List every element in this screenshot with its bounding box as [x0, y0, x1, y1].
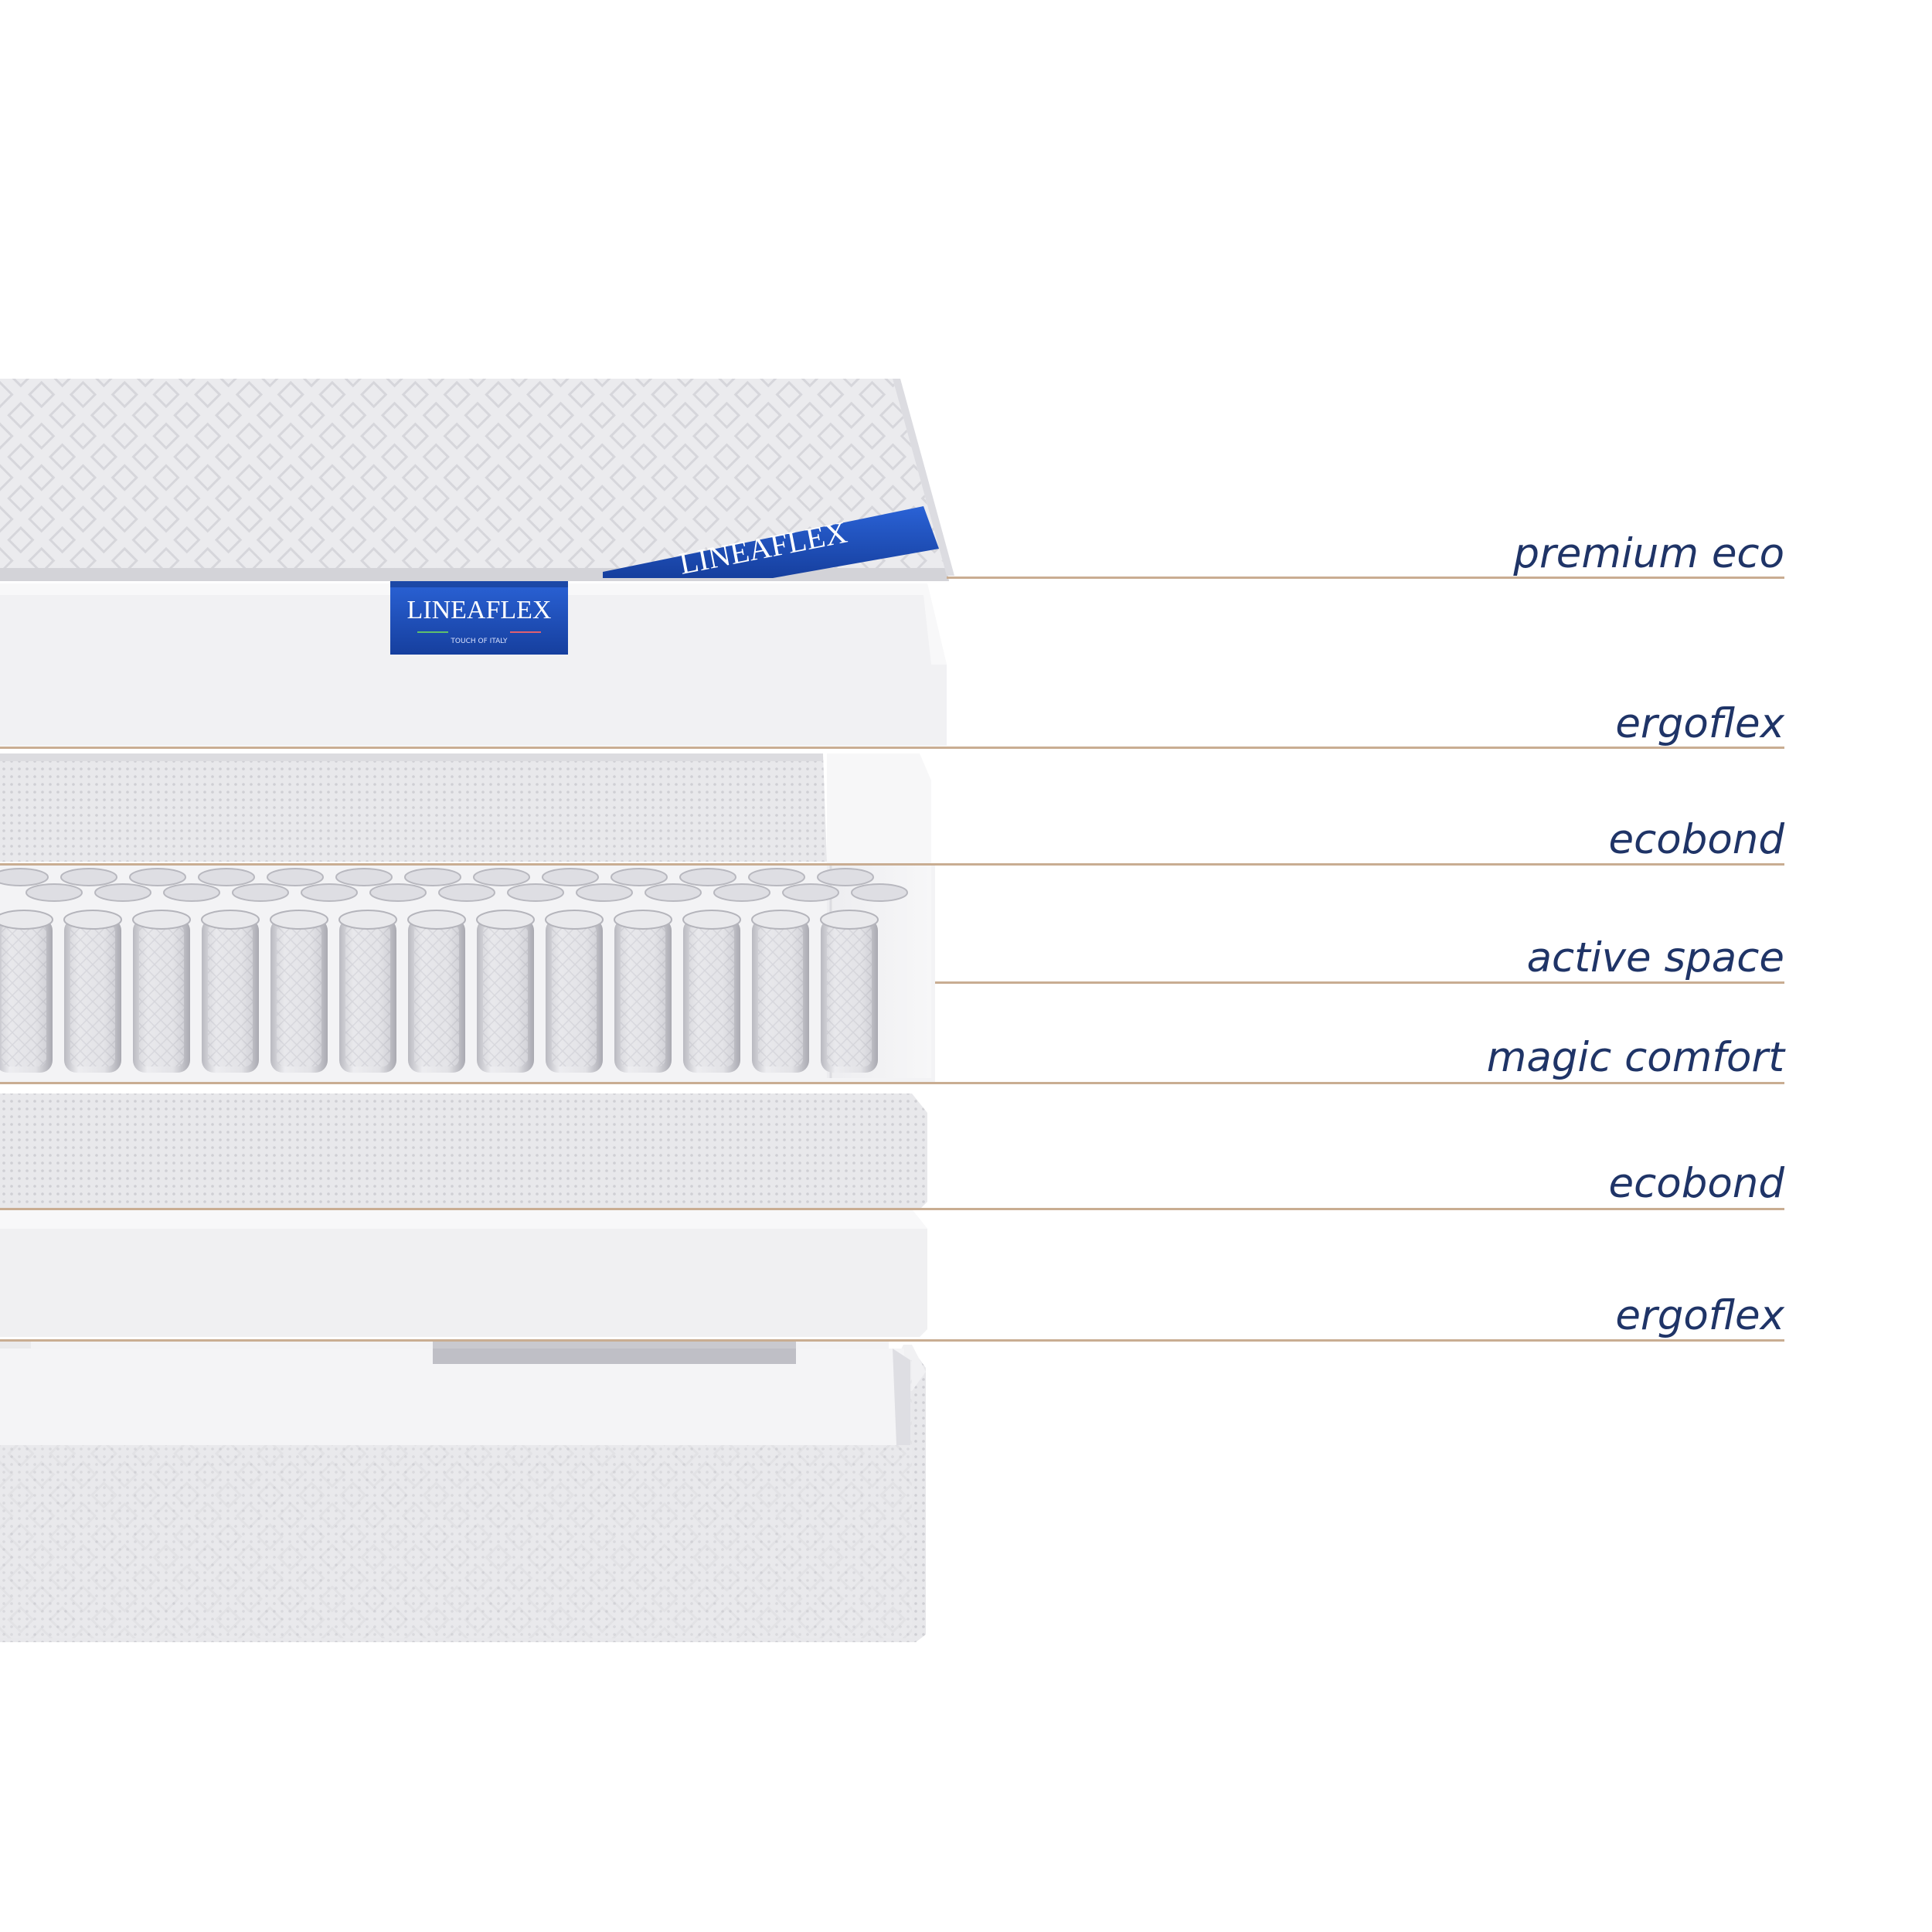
coil-texture [345, 924, 390, 1066]
coil-top [748, 868, 805, 886]
coil-top [335, 868, 393, 886]
coil-cap [751, 910, 810, 930]
coil-top [94, 883, 151, 902]
layer-ecobond-bottom [0, 1094, 927, 1209]
coil-cap [820, 910, 879, 930]
coil-top [611, 868, 668, 886]
label-ecobond-top: ecobond [1608, 816, 1784, 863]
coil-top [404, 868, 461, 886]
pocket-coils [0, 868, 908, 1073]
label-ergoflex-top: ergoflex [1615, 700, 1784, 747]
lineaflex-tag: LINEAFLEX TOUCH OF ITALY [390, 581, 568, 655]
coil-cap [270, 910, 328, 930]
coil-cap [338, 910, 397, 930]
coil-cap [545, 910, 604, 930]
coil-texture [552, 924, 597, 1066]
coil-texture [2, 924, 46, 1066]
rule-active-space [935, 981, 1784, 984]
coil-top [576, 883, 633, 902]
layer-ergoflex-top [0, 583, 947, 746]
coil-cap [614, 910, 672, 930]
coil-top [817, 868, 874, 886]
coil-top [0, 868, 49, 886]
coil-top [645, 883, 702, 902]
coil-cap [476, 910, 535, 930]
coil-top [473, 868, 530, 886]
label-premium-eco: premium eco [1513, 530, 1784, 577]
coil-top [129, 868, 186, 886]
rule-premium-eco [947, 577, 1784, 579]
rule-ergoflex-bottom [0, 1339, 1784, 1342]
layer-ecobond-top [0, 753, 931, 866]
coil-top [851, 883, 908, 902]
coil-texture [621, 924, 665, 1066]
coil-texture [758, 924, 803, 1066]
rule-ergoflex-top [0, 747, 1784, 749]
tag-tagline: TOUCH OF ITALY [450, 638, 508, 645]
label-ergoflex-bottom: ergoflex [1615, 1292, 1784, 1339]
layer-spring-unit [0, 866, 935, 1082]
coil-top [60, 868, 117, 886]
coil-cap [0, 910, 53, 930]
coil-top [713, 883, 770, 902]
rule-magic-comfort [0, 1082, 1784, 1084]
coil-top [679, 868, 736, 886]
coil-top [198, 868, 255, 886]
coil-top [301, 883, 358, 902]
coil-texture [689, 924, 734, 1066]
layer-ergoflex-bottom [0, 1209, 927, 1337]
coil-top [369, 883, 427, 902]
coil-cap [407, 910, 466, 930]
label-active-space: active space [1526, 934, 1784, 981]
coil-top [438, 883, 495, 902]
coil-top [232, 883, 289, 902]
rule-ecobond-bottom [0, 1208, 1784, 1210]
coil-top [267, 868, 324, 886]
coil-top [163, 883, 220, 902]
base-well [0, 1349, 910, 1445]
coil-texture [414, 924, 459, 1066]
coil-texture [277, 924, 321, 1066]
layer-labels: premium eco ergoflex ecobond active spac… [0, 530, 1784, 1342]
coil-cap [132, 910, 191, 930]
coil-texture [827, 924, 872, 1066]
rule-ecobond-top [0, 863, 1784, 866]
coil-top [26, 883, 83, 902]
coil-texture [208, 924, 253, 1066]
coil-cap [63, 910, 122, 930]
tag-logo-text: LINEAFLEX [407, 596, 552, 624]
coil-cap [682, 910, 741, 930]
label-magic-comfort: magic comfort [1486, 1034, 1784, 1081]
coil-cap [201, 910, 260, 930]
coil-top [507, 883, 564, 902]
coil-texture [139, 924, 184, 1066]
label-ecobond-bottom: ecobond [1608, 1160, 1784, 1207]
coil-texture [70, 924, 115, 1066]
coil-texture [483, 924, 528, 1066]
coil-top [782, 883, 839, 902]
coil-top [542, 868, 599, 886]
layer-premium-cover: LINEAFLEX [0, 379, 954, 581]
